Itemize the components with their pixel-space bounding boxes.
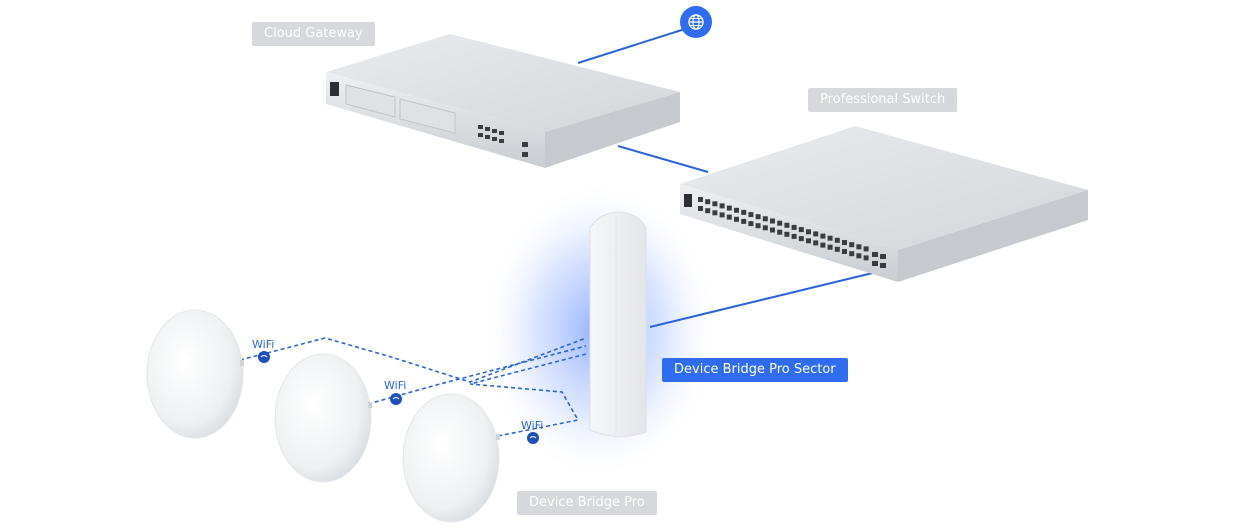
switch-port: [842, 240, 847, 245]
switch-port: [834, 237, 840, 243]
switch-port: [698, 206, 703, 211]
switch-port: [784, 231, 790, 237]
switch-port: [726, 205, 732, 211]
switch-port: [777, 229, 783, 235]
switch-port: [820, 233, 826, 239]
switch-port: [726, 214, 732, 220]
switch-port: [820, 242, 826, 248]
switch-sfp-port: [880, 254, 886, 259]
wifi-icon: [527, 432, 539, 444]
switch-port: [755, 223, 761, 229]
wired-links: [577, 27, 886, 328]
cloud-gateway-device: [326, 34, 680, 168]
wifi-label: WiFi: [521, 419, 544, 432]
switch-port: [806, 238, 811, 244]
switch-port: [791, 233, 797, 239]
sector-antenna-device: [589, 211, 647, 438]
switch-port: [741, 218, 747, 224]
switch-port: [827, 244, 833, 250]
switch-port: [849, 242, 855, 248]
switch-port: [770, 218, 775, 224]
switch-port: [849, 251, 855, 257]
switch-port: [856, 253, 862, 259]
switch-port: [734, 207, 739, 213]
switch-port: [827, 235, 833, 241]
wifi-label: WiFi: [252, 338, 275, 351]
switch-sfp-port: [872, 261, 878, 266]
switch-port: [712, 201, 718, 207]
switch-sfp-port: [880, 263, 886, 268]
switch-port: [798, 236, 804, 242]
switch-sector-link: [649, 269, 886, 328]
switch-port: [842, 249, 847, 254]
switch-port: [863, 255, 869, 261]
cloud-gateway-label: Cloud Gateway: [252, 22, 375, 46]
wifi-icon: [390, 393, 402, 405]
globe-icon: [680, 6, 712, 38]
switch-port: [770, 227, 775, 233]
switch-port: [806, 229, 811, 235]
switch-port: [863, 246, 869, 252]
switch-sfp-port: [872, 252, 878, 257]
switch-port: [762, 225, 768, 231]
wifi-label: WiFi: [384, 379, 407, 392]
switch-port: [705, 199, 711, 205]
dish-1: [146, 309, 244, 439]
switch-port: [698, 197, 703, 202]
switch-port: [813, 240, 819, 246]
switch-port: [762, 216, 768, 222]
switch-port: [748, 212, 754, 218]
dish-3: [402, 393, 500, 523]
switch-port: [784, 222, 790, 228]
switch-port: [777, 220, 783, 226]
bridge-pro-label: Device Bridge Pro: [517, 491, 657, 515]
switch-port: [712, 210, 718, 216]
switch-port: [741, 209, 747, 215]
switch-port: [719, 212, 725, 218]
switch-port: [734, 216, 739, 222]
switch-port: [856, 244, 862, 250]
dish-2: [274, 353, 372, 483]
gateway-internet-link: [577, 27, 689, 64]
switch-port: [705, 208, 711, 214]
wifi-link-3: [469, 353, 587, 437]
bridge-pro-dishes: [146, 309, 500, 523]
bridge-sector-label: Device Bridge Pro Sector: [662, 358, 848, 382]
switch-port: [748, 221, 754, 227]
professional-switch-device: [680, 126, 1088, 282]
switch-port: [813, 231, 819, 237]
gateway-switch-link: [617, 145, 709, 173]
switch-port: [719, 203, 725, 209]
switch-port: [834, 246, 840, 252]
switch-port: [791, 224, 797, 230]
switch-port: [798, 227, 804, 233]
professional-switch-label: Professional Switch: [808, 88, 958, 112]
switch-port: [755, 214, 761, 220]
wifi-link-1: [239, 337, 587, 383]
wifi-icon: [258, 351, 270, 363]
